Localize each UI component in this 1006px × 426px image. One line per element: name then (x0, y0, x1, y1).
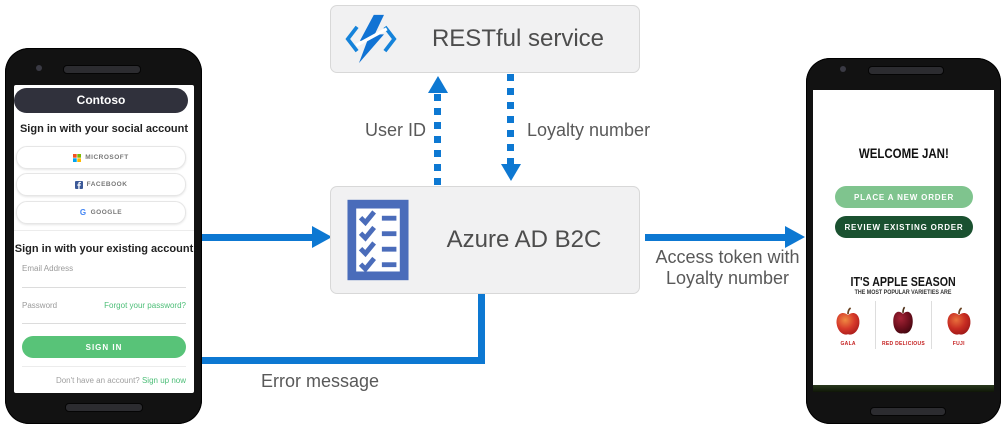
apple-name: GALA (840, 341, 856, 347)
home-bar-icon (870, 407, 946, 416)
loyalty-number-dashed-arrow (507, 74, 514, 164)
camera-icon (36, 65, 42, 71)
user-id-arrowhead-icon (428, 76, 448, 93)
welcome-text: WELCOME JAN! (858, 145, 949, 161)
photo-strip (813, 385, 994, 392)
welcome-screen: WELCOME JAN! PLACE A NEW ORDER REVIEW EX… (813, 90, 994, 392)
error-message-arrow-vertical (478, 294, 485, 360)
access-token-label: Access token with Loyalty number (645, 247, 810, 289)
sign-in-button[interactable]: SIGN IN (22, 336, 186, 358)
api-lightning-icon (345, 14, 397, 64)
fuji-apple-icon (947, 307, 971, 335)
email-field[interactable] (22, 287, 186, 288)
speaker-icon (868, 66, 944, 75)
left-phone-frame: Contoso Sign in with your social account… (5, 48, 202, 424)
apple-item: RED DELICIOUS (875, 301, 932, 349)
signin-flow-arrowhead-icon (312, 226, 332, 248)
password-field[interactable] (22, 323, 186, 324)
social-button-label: GOOGLE (90, 209, 123, 216)
azure-ad-b2c-box: Azure AD B2C (330, 186, 640, 294)
social-account-heading: Sign in with your social account (19, 123, 189, 135)
existing-account-heading: Sign in with your existing account (14, 243, 194, 255)
facebook-logo-icon (74, 180, 83, 189)
signup-link[interactable]: Sign up now (141, 376, 186, 385)
social-button-label: FACEBOOK (86, 181, 128, 188)
microsoft-signin-button[interactable]: MICROSOFT (16, 146, 186, 169)
speaker-icon (63, 65, 141, 74)
password-field-label: Password (22, 301, 58, 310)
apple-season-subtitle: THE MOST POPULAR VARIETIES ARE (855, 289, 952, 296)
email-field-label: Email Address (22, 264, 74, 273)
social-button-label: MICROSOFT (85, 154, 129, 161)
gala-apple-icon (836, 307, 860, 335)
user-id-label: User ID (364, 120, 426, 140)
loyalty-number-arrowhead-icon (501, 164, 521, 181)
user-id-dashed-arrow (434, 94, 441, 186)
forgot-password-link[interactable]: Forgot your password? (104, 301, 186, 310)
right-phone-frame: WELCOME JAN! PLACE A NEW ORDER REVIEW EX… (806, 58, 1001, 424)
restful-service-box: RESTful service (330, 5, 640, 73)
facebook-signin-button[interactable]: FACEBOOK (16, 173, 186, 196)
footer-divider (22, 366, 186, 367)
signin-flow-arrow (200, 234, 314, 241)
apple-name: FUJI (952, 341, 965, 347)
apple-item: FUJI (932, 301, 986, 349)
signup-row: Don't have an account? Sign up now (56, 376, 186, 385)
red-delicious-apple-icon (893, 306, 914, 334)
apple-item: GALA (821, 301, 875, 349)
apple-name: RED DELICIOUS (881, 341, 926, 347)
access-token-label-line1: Access token with (655, 247, 800, 267)
error-message-arrow-horizontal (200, 357, 485, 364)
signup-prompt: Don't have an account? (55, 376, 142, 385)
checklist-icon (347, 199, 409, 281)
review-existing-order-button[interactable]: REVIEW EXISTING ORDER (835, 216, 973, 238)
signin-screen: Contoso Sign in with your social account… (14, 85, 194, 393)
restful-service-label: RESTful service (431, 25, 605, 52)
place-new-order-button[interactable]: PLACE A NEW ORDER (835, 186, 973, 208)
loyalty-number-label: Loyalty number (527, 120, 651, 140)
access-token-arrow (645, 234, 786, 241)
google-logo-icon: G (79, 208, 87, 217)
access-token-label-line2: Loyalty number (665, 268, 790, 288)
camera-icon (840, 66, 846, 72)
section-divider (14, 230, 194, 231)
home-bar-icon (65, 403, 143, 412)
contoso-header: Contoso (14, 88, 188, 113)
azure-ad-b2c-label: Azure AD B2C (446, 226, 602, 253)
apple-season-title: IT'S APPLE SEASON (850, 274, 957, 289)
microsoft-logo-icon (73, 153, 82, 162)
apple-gallery: GALA RED DELICIOUS (821, 301, 986, 349)
error-message-label: Error message (260, 371, 380, 391)
google-signin-button[interactable]: G GOOGLE (16, 201, 186, 224)
access-token-arrowhead-icon (785, 226, 805, 248)
